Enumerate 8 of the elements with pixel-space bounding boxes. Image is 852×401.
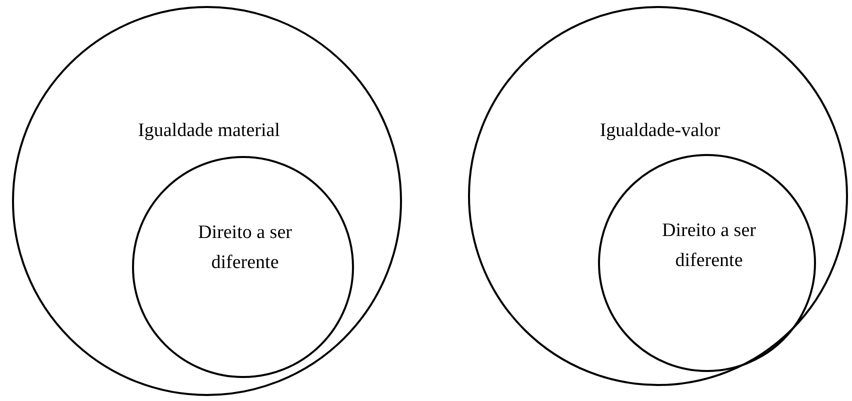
circle: [12, 6, 402, 396]
circle-label: Direito a ser diferente: [197, 221, 293, 275]
circle-label: Direito a ser diferente: [661, 219, 757, 273]
circle: [132, 156, 354, 378]
circle-label: Igualdade-valor: [598, 119, 722, 143]
circle: [468, 6, 848, 386]
circle: [598, 154, 816, 372]
circle-label: Igualdade material: [137, 119, 281, 143]
